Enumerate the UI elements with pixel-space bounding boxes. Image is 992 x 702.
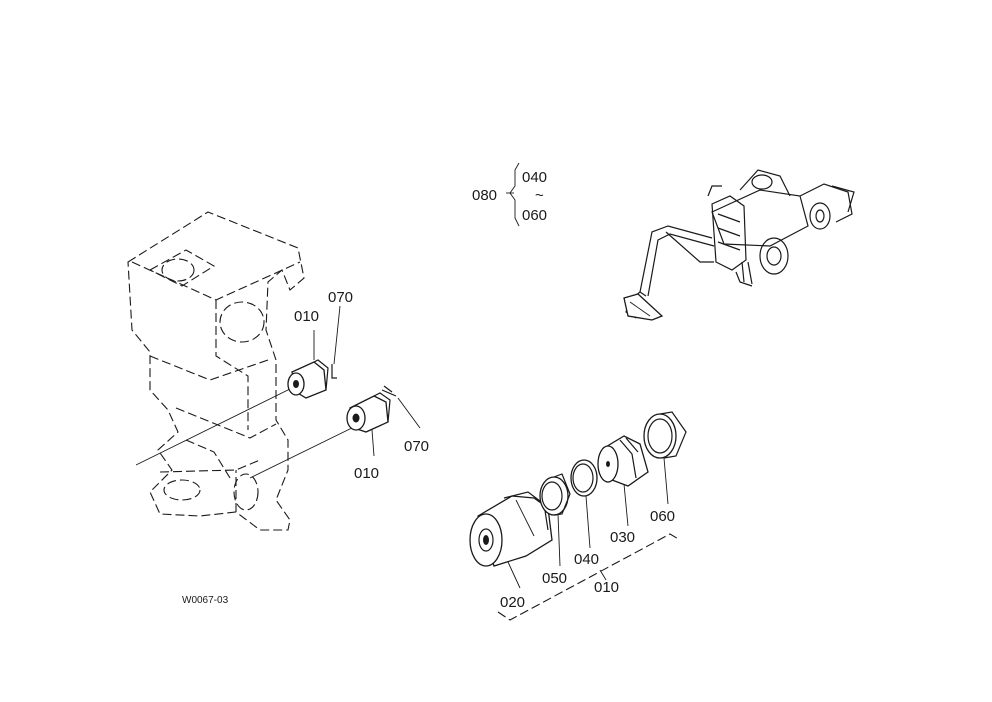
assembly-bracket bbox=[497, 533, 681, 621]
lower-axis-line bbox=[249, 423, 361, 479]
leader-lower-bushing bbox=[371, 429, 375, 457]
lower-bushing bbox=[346, 392, 391, 433]
backhoe-machine-illustration bbox=[623, 169, 855, 321]
label-group-main: 080 bbox=[472, 187, 497, 204]
label-group-bottom: 060 bbox=[522, 207, 547, 224]
part-040-ring bbox=[570, 459, 598, 497]
upper-pin bbox=[331, 364, 337, 379]
leader-010 bbox=[599, 569, 607, 581]
part-030-sleeve bbox=[597, 435, 649, 487]
label-030: 030 bbox=[610, 529, 635, 546]
leader-040 bbox=[585, 495, 591, 549]
label-020: 020 bbox=[500, 594, 525, 611]
label-lower-bushing: 010 bbox=[354, 465, 379, 482]
leader-060 bbox=[663, 457, 669, 505]
part-020-body bbox=[469, 491, 553, 567]
upper-axis-line bbox=[135, 385, 297, 466]
leader-050 bbox=[557, 513, 561, 567]
swing-bracket-housing bbox=[127, 211, 305, 531]
label-010-assembly: 010 bbox=[594, 579, 619, 596]
label-050: 050 bbox=[542, 570, 567, 587]
label-upper-bushing: 010 bbox=[294, 308, 319, 325]
label-group-tilde: ~ bbox=[535, 187, 544, 204]
leader-020 bbox=[507, 561, 521, 589]
upper-bushing bbox=[287, 359, 329, 399]
figure-code: W0067-03 bbox=[182, 595, 229, 606]
label-060: 060 bbox=[650, 508, 675, 525]
part-060-ring bbox=[643, 411, 687, 459]
part-050-ring bbox=[539, 473, 571, 516]
lower-pin bbox=[381, 385, 397, 397]
leader-lower-pin bbox=[397, 397, 421, 429]
leader-030 bbox=[623, 483, 629, 527]
group-bracket: 080 040 ~ 060 bbox=[472, 162, 547, 227]
label-group-top: 040 bbox=[522, 169, 547, 186]
label-040: 040 bbox=[574, 551, 599, 568]
label-lower-pin: 070 bbox=[404, 438, 429, 455]
label-upper-pin: 070 bbox=[328, 289, 353, 306]
leader-upper-pin bbox=[333, 305, 341, 365]
